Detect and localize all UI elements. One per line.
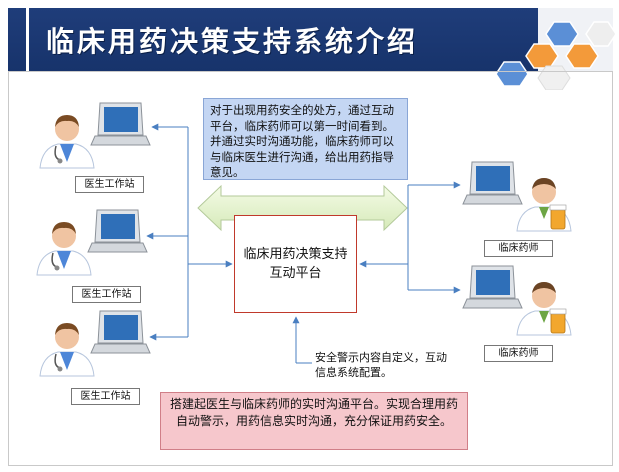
doctor-group-1 (39, 115, 95, 169)
hexagon-shape (495, 61, 529, 87)
medicine-bottle-icon (550, 312, 566, 334)
laptop-group-4 (462, 161, 523, 205)
laptop-group-3 (90, 310, 151, 354)
hexagon-shape (565, 43, 599, 69)
doctor-workstation-label: 医生工作站 (75, 176, 144, 193)
content-frame (8, 71, 613, 466)
doctor-group-3 (39, 323, 95, 377)
medicine-bottle-icon (550, 208, 566, 230)
hexagon-shape (585, 21, 616, 47)
hexagon-shape (537, 65, 571, 90)
hexagon-shape (545, 21, 579, 47)
pharmacist-label: 临床药师 (484, 345, 553, 362)
doctor-workstation-label: 医生工作站 (71, 388, 140, 405)
laptop-group-2 (87, 209, 148, 253)
configuration-note: 安全警示内容自定义，互动信息系统配置。 (315, 351, 447, 379)
summary-note: 搭建起医生与临床药师的实时沟通平台。实现合理用药自动警示，用药信息实时沟通，充分… (160, 392, 468, 450)
decision-support-platform-box: 临床用药决策支持互动平台 (234, 215, 357, 313)
hexagon-decoration (495, 21, 616, 90)
pharmacist-label: 临床药师 (484, 240, 553, 257)
doctor-workstation-label: 医生工作站 (72, 286, 141, 303)
page-title: 临床用药决策支持系统介绍 (46, 25, 419, 58)
doctor-group-2 (36, 222, 92, 276)
title-accent-line (26, 8, 29, 71)
pharmacist-group-2 (516, 282, 572, 336)
laptop-group-1 (90, 102, 151, 146)
interaction-description-note: 对于出现用药安全的处方，通过互动平台，临床药师可以第一时间看到。并通过实时沟通功… (203, 98, 408, 180)
title-bar (8, 8, 538, 71)
laptop-group-5 (462, 265, 523, 309)
pharmacist-group-1 (516, 178, 572, 232)
